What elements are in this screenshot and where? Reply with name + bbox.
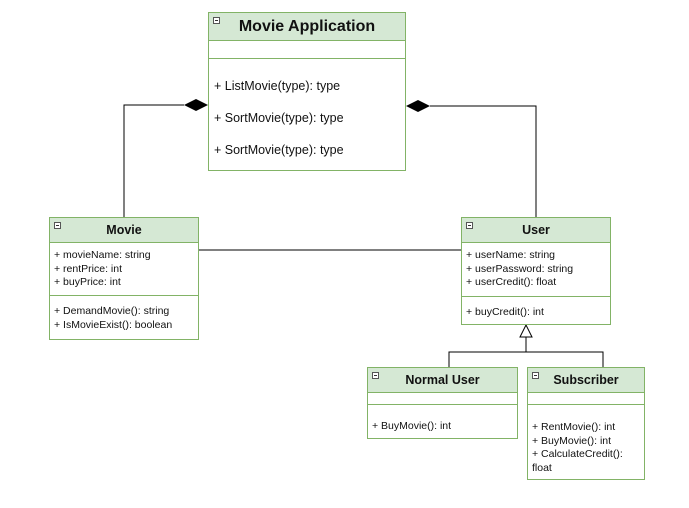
class-movie-application[interactable]: Movie Application + ListMovie(type): typ… — [208, 12, 406, 171]
attribute-section: + userName: string + userPassword: strin… — [462, 243, 610, 297]
method-line: + DemandMovie(): string — [54, 305, 170, 317]
method-section: + ListMovie(type): type + SortMovie(type… — [209, 59, 405, 163]
collapse-icon[interactable] — [54, 222, 61, 229]
attribute-line: + movieName: string — [54, 249, 151, 261]
composition-diamond-movie — [184, 99, 208, 111]
composition-diamond-user — [406, 100, 430, 112]
class-name: Movie Application — [238, 18, 376, 35]
composition-edge-movie — [123, 104, 184, 217]
collapse-icon[interactable] — [532, 372, 539, 379]
class-subscriber[interactable]: Subscriber + RentMovie(): int + BuyMovie… — [527, 367, 645, 480]
attribute-section: + movieName: string + rentPrice: int + b… — [50, 243, 198, 296]
class-header[interactable]: User — [462, 218, 610, 243]
method-line: float — [532, 461, 552, 474]
generalization-arrowhead — [519, 323, 533, 338]
attribute-line: + userPassword: string — [466, 262, 574, 275]
method-line: + SortMovie(type): type — [214, 143, 344, 157]
attribute-line: + userCredit(): float — [466, 276, 557, 288]
class-name: Subscriber — [553, 373, 619, 387]
class-header[interactable]: Normal User — [368, 368, 517, 393]
class-header[interactable]: Movie — [50, 218, 198, 243]
method-section: + DemandMovie(): string + IsMovieExist()… — [50, 296, 198, 332]
attribute-line: + userName: string — [466, 249, 555, 261]
class-user[interactable]: User + userName: string + userPassword: … — [461, 217, 611, 325]
attribute-line: + rentPrice: int — [54, 262, 122, 275]
class-header[interactable]: Subscriber — [528, 368, 644, 393]
attribute-line: + buyPrice: int — [54, 276, 121, 288]
attribute-section — [209, 41, 405, 59]
method-line: + RentMovie(): int — [532, 421, 616, 433]
generalization-edge-normal-user — [448, 351, 526, 367]
class-name: Movie — [106, 223, 142, 237]
method-line: + BuyMovie(): int — [532, 434, 612, 447]
generalization-edge-subscriber — [526, 351, 604, 367]
method-section: + BuyMovie(): int — [368, 405, 517, 434]
method-section: + buyCredit(): int — [462, 297, 610, 320]
method-line: + IsMovieExist(): boolean — [54, 318, 173, 331]
method-section: + RentMovie(): int + BuyMovie(): int + C… — [528, 405, 644, 475]
method-line: + CalculateCredit(): — [532, 448, 623, 460]
collapse-icon[interactable] — [213, 17, 220, 24]
method-line: + ListMovie(type): type — [214, 79, 341, 93]
method-line: + BuyMovie(): int — [372, 420, 452, 432]
class-header[interactable]: Movie Application — [209, 13, 405, 41]
class-name: Normal User — [405, 373, 480, 387]
method-line: + SortMovie(type): type — [214, 111, 344, 125]
attribute-section — [368, 393, 517, 405]
class-normal-user[interactable]: Normal User + BuyMovie(): int — [367, 367, 518, 439]
collapse-icon[interactable] — [466, 222, 473, 229]
class-name: User — [522, 223, 550, 237]
class-movie[interactable]: Movie + movieName: string + rentPrice: i… — [49, 217, 199, 340]
method-line: + buyCredit(): int — [466, 306, 544, 318]
attribute-section — [528, 393, 644, 405]
composition-edge-user — [430, 105, 537, 217]
collapse-icon[interactable] — [372, 372, 379, 379]
